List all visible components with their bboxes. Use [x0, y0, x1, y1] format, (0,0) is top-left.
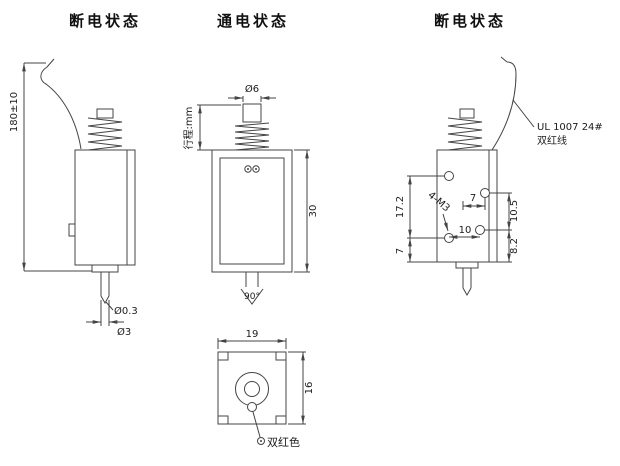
base-bore-inner — [244, 381, 260, 397]
label-holes-leader — [442, 213, 449, 232]
plunger-cone-middle — [240, 272, 264, 305]
dim-depth: 16 — [304, 382, 315, 395]
dim-right-bottom: 8.2 — [509, 238, 520, 254]
dim-left-vertical: 17.2 — [395, 196, 406, 218]
middle-view: 通电状态 Ø6 行程:mm 30 90° — [182, 12, 319, 305]
dim-rod-diameter: Ø6 — [245, 83, 259, 95]
bottom-view: 19 16 双红色 — [217, 329, 315, 449]
mount-hole-bottom-left — [444, 233, 454, 243]
lead-wire-left — [40, 58, 82, 150]
base-corner-notches — [218, 352, 286, 424]
plunger-rod-middle — [242, 103, 262, 123]
solenoid-body-left — [74, 149, 136, 266]
header-left: 断电状态 — [69, 12, 141, 30]
dim-cone-angle: 90° — [244, 292, 260, 302]
dim-left-bottom: 7 — [395, 248, 406, 254]
plunger-base-right — [455, 261, 479, 269]
spring-coil-left — [87, 117, 123, 151]
plunger-cap-right — [459, 108, 475, 119]
plunger-pin-right — [462, 268, 472, 297]
dim-width: 19 — [246, 329, 259, 340]
lead-wire-right — [491, 56, 517, 151]
plunger-cap-left — [96, 108, 114, 119]
right-view: 断电状态 UL 1007 24# 双红线 17.2 7 4-M3 7 10 10… — [395, 12, 603, 297]
dim-6-extension-lines — [242, 96, 262, 102]
plunger-base-left — [91, 264, 119, 273]
solenoid-body-left-details — [68, 150, 128, 265]
mount-hole-top-right — [480, 188, 490, 198]
dim-total-height: 180±10 — [9, 92, 20, 132]
dim-left-extension-lines — [407, 175, 444, 263]
frame-inner — [219, 157, 285, 265]
dim-180-extension-lines — [24, 62, 94, 272]
dim-plunger-diameter: Ø3 — [117, 326, 131, 338]
header-right: 断电状态 — [434, 12, 506, 30]
dim-frame-height: 30 — [308, 205, 319, 218]
left-view: 断电状态 180±10 Ø0.3 Ø3 — [9, 12, 141, 338]
base-red-mark-hole — [247, 402, 257, 412]
plunger-pin-left — [100, 272, 110, 305]
dim-right-vertical: 10.5 — [509, 200, 520, 222]
red-mark-leader — [252, 411, 261, 438]
dim-top-right: 7 — [470, 193, 476, 204]
dim-bottom-holes: 10 — [459, 225, 472, 236]
terminal-left-dot — [247, 168, 249, 170]
wire-spec-leader — [512, 99, 535, 128]
header-middle: 通电状态 — [217, 12, 289, 30]
mount-hole-bottom-right — [475, 225, 485, 235]
mount-hole-top-left — [444, 171, 454, 181]
spring-coil-middle — [234, 122, 270, 151]
dim-stroke: 行程:mm — [182, 107, 195, 150]
spring-coil-right — [447, 117, 483, 151]
wire-spec-line1: UL 1007 24# — [537, 122, 603, 133]
label-red-mark: 双红色 — [267, 435, 300, 449]
dim-stroke-extension-lines — [197, 104, 241, 151]
red-mark-symbol-dot — [260, 440, 262, 442]
terminal-right-dot — [255, 168, 257, 170]
dim-tip-diameter: Ø0.3 — [114, 305, 138, 317]
wire-spec-line2: 双红线 — [537, 134, 567, 147]
